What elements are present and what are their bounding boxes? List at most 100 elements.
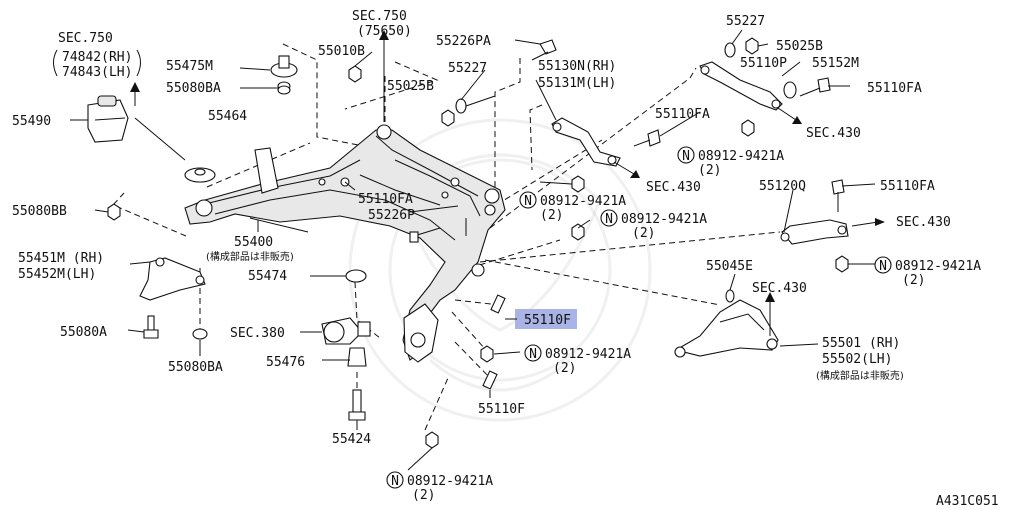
nut-55025b: [441, 109, 455, 127]
label-08912-6-qty: (2): [412, 488, 435, 503]
label-sec750-top: SEC.750: [352, 9, 407, 24]
label-55080a: 55080A: [60, 325, 107, 340]
n-symbol-2: N: [605, 212, 613, 227]
subframe-55400: [184, 124, 506, 363]
n-symbol-5: N: [529, 347, 537, 362]
label-08912-3-qty: (2): [632, 226, 655, 241]
label-55025b-mid: 55025B: [387, 79, 434, 94]
nut-r: [835, 255, 849, 273]
label-08912-6: 08912-9421A: [407, 474, 493, 489]
arm-55451m: [139, 257, 206, 301]
label-08912-3: 08912-9421A: [621, 212, 707, 227]
dashed-leaders: [112, 43, 781, 431]
washer-55080ba-top: [277, 85, 291, 95]
label-sec750-left: SEC.750: [58, 31, 113, 46]
nut-55010b: [348, 65, 362, 83]
label-sec430-low: SEC.430: [752, 281, 807, 296]
label-55226pa: 55226PA: [436, 34, 491, 49]
bolt-55424: [348, 389, 366, 421]
nut-55025b-top: [745, 37, 759, 55]
label-08912-4-qty: (2): [902, 273, 925, 288]
bushing-55152m: [783, 81, 797, 99]
label-08912-5-qty: (2): [553, 361, 576, 376]
label-55476: 55476: [266, 355, 305, 370]
n-symbols: N N N N N N: [386, 146, 892, 489]
label-55474: 55474: [248, 269, 287, 284]
washer-55227: [455, 98, 467, 114]
highlight-55110f: [515, 309, 577, 329]
label-55400: 55400: [234, 235, 273, 250]
label-55110f-low: 55110F: [478, 402, 525, 417]
nut-mid-left: [571, 175, 585, 193]
label-55110fa-mid: 55110FA: [655, 107, 710, 122]
nut-55080bb: [107, 203, 121, 221]
label-55110fa-r: 55110FA: [880, 179, 935, 194]
label-75650: (75650): [357, 24, 412, 39]
label-sec430-r: SEC.430: [896, 215, 951, 230]
label-55490: 55490: [12, 114, 51, 129]
bracket-74842-right: [136, 49, 141, 77]
label-08912-2-qty: (2): [540, 208, 563, 223]
bolt-55110fa-r: [831, 179, 845, 212]
bushing-55475m: [270, 55, 298, 91]
nut-tr: [741, 119, 755, 137]
bushing-55476: [347, 347, 367, 367]
figure-code: A431C051: [936, 494, 999, 509]
label-55110f-highlight: 55110F: [524, 313, 571, 328]
label-08912-1-qty: (2): [698, 163, 721, 178]
bolt-55226pa: [531, 39, 557, 61]
link-55130n: [551, 117, 621, 167]
washer-55464: [184, 167, 216, 183]
label-55227-top: 55227: [726, 14, 765, 29]
label-55080ba-top: 55080BA: [166, 81, 221, 96]
label-55451m: 55451M (RH): [18, 251, 104, 266]
bolt-55110f-lower: [482, 370, 498, 390]
label-55152m: 55152M: [812, 56, 859, 71]
label-55400-note: (構成部品は非販売): [206, 250, 294, 263]
n-symbol-3: N: [682, 149, 690, 164]
label-74843: 74843(LH): [62, 65, 132, 80]
bolt-55110fa-tr: [799, 77, 831, 97]
bolt-55226p: [409, 227, 441, 243]
n-symbol-4: N: [879, 259, 887, 274]
nut-lower: [480, 345, 494, 363]
link-55120q: [780, 219, 849, 245]
label-08912-4: 08912-9421A: [895, 259, 981, 274]
label-55227-mid: 55227: [448, 61, 487, 76]
nut-bottom: [425, 431, 439, 449]
label-55010b: 55010B: [318, 44, 365, 59]
label-55110fa-c: 55110FA: [358, 192, 413, 207]
bolt-55110f-upper: [490, 294, 506, 314]
label-55424: 55424: [332, 432, 371, 447]
bolt-55110fa-mid: [633, 129, 661, 147]
label-55131m: 55131M(LH): [538, 76, 616, 91]
label-74842: 74842(RH): [62, 50, 132, 65]
nut-mid-right: [571, 223, 585, 241]
link-55110p: [699, 61, 783, 111]
label-55120q: 55120Q: [759, 179, 806, 194]
differential-mount-sec380: [321, 317, 371, 345]
lower-arm-55501: [674, 289, 779, 358]
label-55080ba-low: 55080BA: [168, 360, 223, 375]
watermark-emblem: [348, 118, 652, 422]
label-5550x-note: (構成部品は非販売): [816, 369, 904, 382]
label-55502: 55502(LH): [822, 352, 892, 367]
label-55464: 55464: [208, 109, 247, 124]
label-55110fa-tr: 55110FA: [867, 81, 922, 96]
label-08912-1: 08912-9421A: [698, 149, 784, 164]
bracket-74842: [53, 49, 58, 77]
label-55501: 55501 (RH): [822, 336, 900, 351]
washer-55227-top: [724, 42, 736, 58]
leader-lines: [70, 29, 876, 471]
label-sec430-tr: SEC.430: [806, 126, 861, 141]
label-55130n: 55130N(RH): [538, 59, 616, 74]
label-55475m: 55475M: [166, 59, 213, 74]
n-symbol-1: N: [524, 194, 532, 209]
arrows: [130, 30, 885, 336]
bushing-55474: [345, 269, 367, 283]
label-55045e: 55045E: [706, 259, 753, 274]
label-55080bb: 55080BB: [12, 204, 67, 219]
label-55452m: 55452M(LH): [18, 267, 96, 282]
